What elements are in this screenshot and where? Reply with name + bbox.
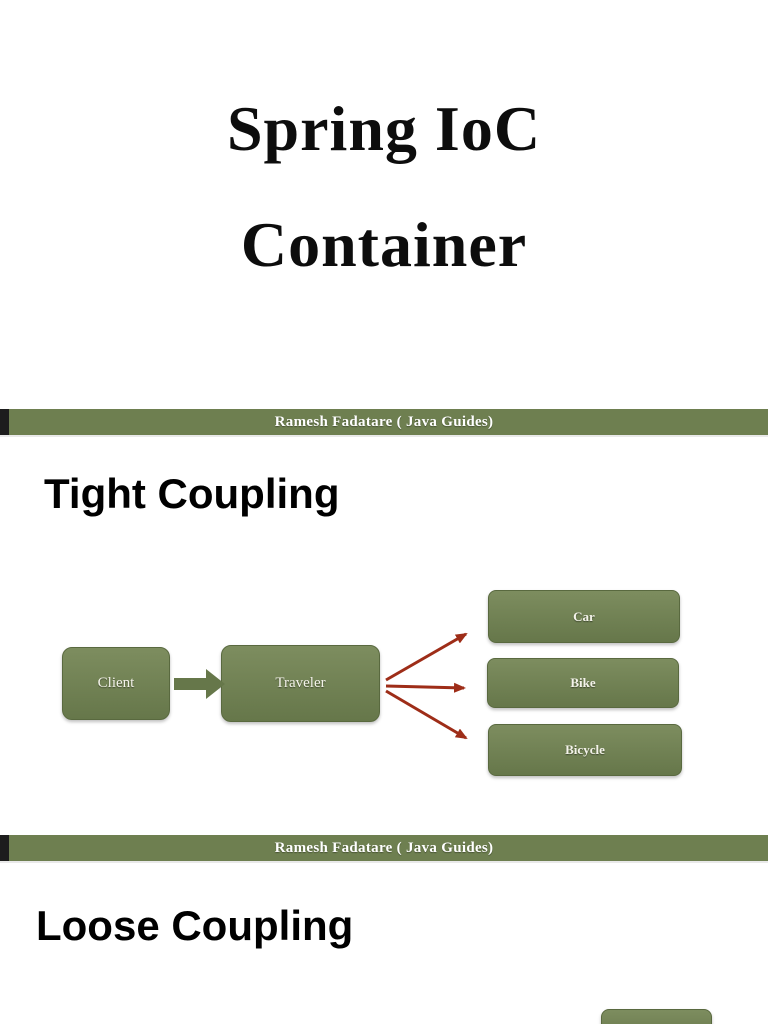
page-separator — [0, 861, 768, 863]
diagram-node-partial — [601, 1009, 712, 1024]
presentation-title-line-2: Container — [240, 209, 528, 280]
diagram-node-client: Client — [62, 647, 170, 720]
slide-footer-bar: Ramesh Fadatare ( Java Guides) — [0, 835, 768, 861]
slide-heading-tight-coupling: Tight Coupling — [44, 470, 340, 517]
footer-author-text: Ramesh Fadatare ( Java Guides) — [274, 839, 494, 856]
slide-heading-loose-coupling: Loose Coupling — [36, 902, 354, 949]
diagram-node-bike: Bike — [487, 658, 679, 708]
page-separator — [0, 435, 768, 437]
slide-footer-bar: Ramesh Fadatare ( Java Guides) — [0, 409, 768, 435]
arrow-traveler-to-bike — [385, 682, 466, 693]
arrow-traveler-to-car — [385, 632, 468, 682]
diagram-node-car: Car — [488, 590, 680, 643]
arrow-traveler-to-bicycle — [385, 689, 468, 740]
presentation-title-line-1: Spring IoC — [226, 93, 542, 164]
diagram-node-bicycle: Bicycle — [488, 724, 682, 776]
footer-author-text: Ramesh Fadatare ( Java Guides) — [274, 413, 494, 430]
diagram-node-traveler: Traveler — [221, 645, 380, 722]
green-arrow-icon — [174, 669, 225, 699]
footer-bar-left-cap — [0, 409, 9, 435]
footer-bar-left-cap — [0, 835, 9, 861]
red-arrows-group — [385, 632, 468, 740]
